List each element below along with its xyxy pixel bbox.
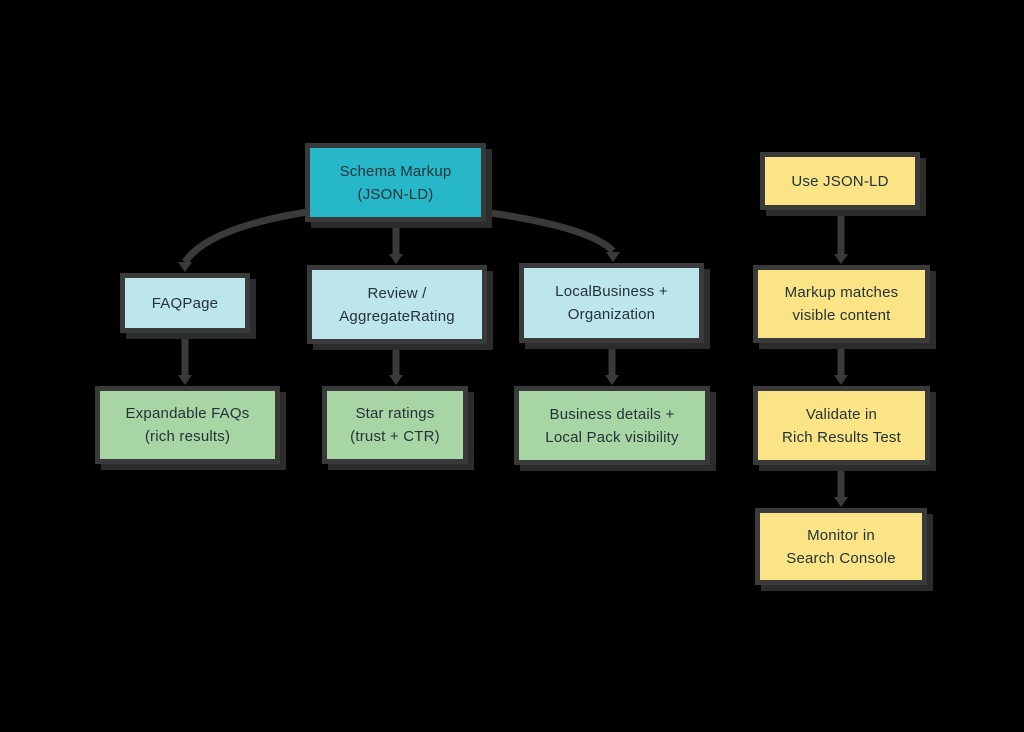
- node-monitor-search-console: Monitor in Search Console: [755, 508, 927, 585]
- node-label: Markup matches: [784, 284, 899, 301]
- node-label: Use JSON-LD: [791, 172, 889, 190]
- node-label: Schema Markup: [339, 162, 452, 180]
- arrowhead-icon: [389, 254, 403, 264]
- arrowhead-icon: [389, 375, 403, 385]
- arrowhead-icon: [606, 252, 620, 262]
- node-label: LocalBusiness +: [555, 283, 668, 300]
- node-label: Business details +: [549, 405, 675, 423]
- arrowhead-icon: [178, 262, 192, 272]
- node-label: Star ratings: [355, 405, 435, 422]
- node-label: Local Pack visibility: [545, 428, 679, 446]
- node-label: (JSON-LD): [357, 185, 434, 203]
- node-label: Expandable FAQs: [125, 405, 250, 422]
- node-label: AggregateRating: [339, 307, 455, 325]
- node-label: (trust + CTR): [350, 428, 440, 445]
- node-validate-rich-results: Validate in Rich Results Test: [753, 386, 930, 465]
- node-markup-matches: Markup matches visible content: [753, 265, 930, 343]
- node-star-ratings: Star ratings (trust + CTR): [322, 386, 468, 464]
- connector-schema-to-faqpage: [182, 208, 308, 265]
- arrowhead-icon: [834, 497, 848, 507]
- node-label: Search Console: [786, 549, 896, 567]
- node-label: FAQPage: [151, 294, 219, 312]
- node-review-aggregaterating: Review / AggregateRating: [307, 265, 487, 344]
- node-label: Organization: [567, 306, 656, 323]
- node-label: Rich Results Test: [782, 428, 901, 446]
- arrowhead-icon: [834, 254, 848, 264]
- arrowhead-icon: [834, 375, 848, 385]
- node-schema-markup: Schema Markup (JSON-LD): [305, 143, 486, 222]
- node-localbusiness-organization: LocalBusiness + Organization: [519, 263, 704, 343]
- node-label: visible content: [792, 307, 891, 324]
- node-business-details: Business details + Local Pack visibility: [514, 386, 710, 465]
- arrowhead-icon: [178, 375, 192, 385]
- node-faqpage: FAQPage: [120, 273, 250, 333]
- arrowhead-icon: [605, 375, 619, 385]
- node-label: Review /: [367, 284, 427, 302]
- node-label: Monitor in: [807, 526, 875, 544]
- node-label: (rich results): [144, 428, 231, 445]
- node-expandable-faqs: Expandable FAQs (rich results): [95, 386, 280, 464]
- connector-schema-to-localbusiness: [483, 208, 616, 254]
- node-use-json-ld: Use JSON-LD: [760, 152, 920, 210]
- node-label: Validate in: [805, 405, 878, 423]
